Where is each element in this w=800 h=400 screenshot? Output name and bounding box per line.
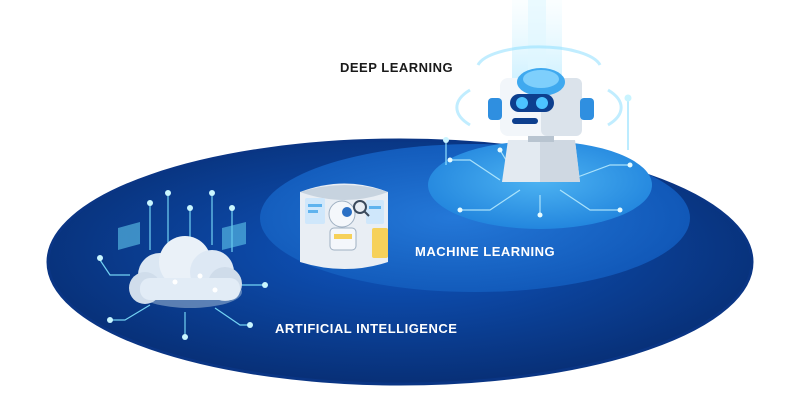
- research-robot-icon: [300, 183, 388, 269]
- deep-learning-label: DEEP LEARNING: [340, 60, 454, 75]
- dl-circuit-nodes: [447, 147, 633, 218]
- robot-head-icon: [488, 68, 594, 182]
- artificial-intelligence-label: ARTIFICIAL INTELLIGENCE: [275, 321, 458, 336]
- hologram-rings: [455, 45, 623, 127]
- ai-circuit-nodes: [97, 190, 268, 340]
- hologram-panels: [118, 222, 246, 250]
- dl-ellipse: [428, 141, 652, 229]
- machine-learning-label: MACHINE LEARNING: [415, 244, 556, 259]
- ai-ellipse-rim: [46, 138, 754, 386]
- antenna: [443, 94, 632, 165]
- cloud-icon: [129, 236, 242, 308]
- ai-circuit-traces: [99, 195, 265, 335]
